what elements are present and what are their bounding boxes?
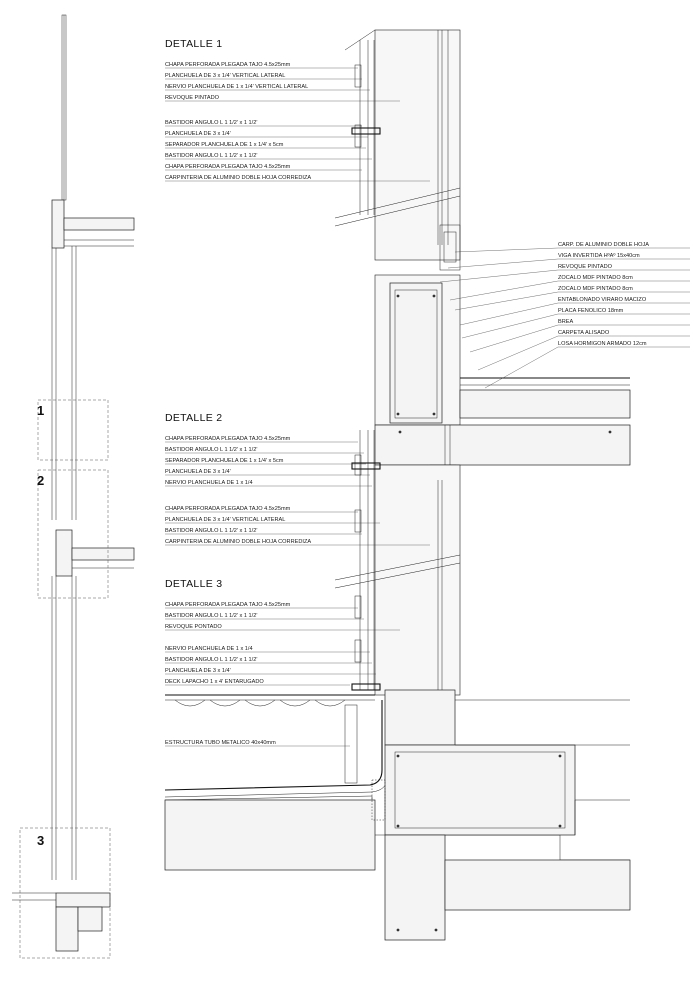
label: PLANCHUELA DE 3 x 1/4' VERTICAL LATERAL <box>165 517 285 523</box>
detail-1-callout[interactable] <box>37 399 109 461</box>
label: NERVIO PLANCHUELA DE 1 x 1/4' VERTICAL L… <box>165 84 308 90</box>
top-beam <box>51 199 65 249</box>
label: REVOQUE PINTADO <box>165 95 220 101</box>
label: ENTABLONADO VIRARO MACIZO <box>558 297 647 303</box>
top-slab <box>63 217 135 231</box>
detail-marker-3: 3 <box>37 833 44 848</box>
label: BASTIDOR ANGULO L 1 1/2' x 1 1/2' <box>165 153 257 159</box>
label: CHAPA PERFORADA PLEGADA TAJO 4.5x25mm <box>165 436 291 442</box>
rebar-dots <box>396 294 612 932</box>
label: BASTIDOR ANGULO L 1 1/2' x 1 1/2' <box>165 613 257 619</box>
floor-beam-1 <box>374 424 631 466</box>
metal-tube-structure <box>344 704 358 784</box>
foundation-beam <box>384 744 576 836</box>
foundation <box>55 906 79 952</box>
detail-marker-2: 2 <box>37 473 44 488</box>
label: BREA <box>558 319 574 325</box>
mid-slab <box>71 547 135 561</box>
detail-marker-1: 1 <box>37 403 44 418</box>
label: PLANCHUELA DE 3 x 1/4' <box>165 131 231 137</box>
ground-slab <box>55 892 111 908</box>
right-labels: CARP. DE ALUMINIO DOBLE HOJA VIGA INVERT… <box>439 242 690 389</box>
label: LOSA HORMIGON ARMADO 12cm <box>558 341 647 347</box>
label: CHAPA PERFORADA PLEGADA TAJO 4.5x25mm <box>165 602 291 608</box>
label: ZOCALO MDF PINTADO 8cm <box>558 286 633 292</box>
label: SEPARADOR PLANCHUELA DE 1 x 1/4' x 5cm <box>165 142 284 148</box>
label: DECK LAPACHO 1 x 4' ENTARUGADO <box>165 679 264 685</box>
window-frame-top <box>439 224 461 271</box>
inverted-beam <box>389 282 443 424</box>
label: ZOCALO MDF PINTADO 8cm <box>558 275 633 281</box>
label: NERVIO PLANCHUELA DE 1 x 1/4 <box>165 646 253 652</box>
label: PLANCHUELA DE 3 x 1/4' VERTICAL LATERAL <box>165 73 285 79</box>
mid-beam <box>55 529 73 577</box>
label: CHAPA PERFORADA PLEGADA TAJO 4.5x25mm <box>165 164 291 170</box>
foundation-footing <box>384 834 446 941</box>
detail-2-title: DETALLE 2 <box>165 412 222 424</box>
label: PLANCHUELA DE 3 x 1/4' <box>165 469 231 475</box>
masonry-wall-upper <box>374 29 461 261</box>
detail-1-title: DETALLE 1 <box>165 38 222 50</box>
ground-fill <box>164 799 376 871</box>
floor-slab-1 <box>459 389 631 419</box>
label: REVOQUE PINTADO <box>558 264 613 270</box>
detail-structure <box>164 29 631 941</box>
label: REVOQUE PONTADO <box>165 624 222 630</box>
detail-3-title: DETALLE 3 <box>165 578 222 590</box>
label: CARP. DE ALUMINIO DOBLE HOJA <box>558 242 649 248</box>
label: CARPINTERIA DE ALUMINIO DOBLE HOJA CORRE… <box>165 175 311 181</box>
full-section-elevation: 1 2 3 <box>12 14 135 959</box>
detail-2-callout[interactable] <box>37 469 109 599</box>
detail-3-labels: CHAPA PERFORADA PLEGADA TAJO 4.5x25mm BA… <box>165 602 400 747</box>
foundation-beam-top <box>384 689 456 746</box>
label: PLACA FENOLICO 18mm <box>558 308 624 314</box>
label: CARPETA ALISADO <box>558 330 610 336</box>
label: ESTRUCTURA TUBO METALICO 40x40mm <box>165 740 276 746</box>
label: BASTIDOR ANGULO L 1 1/2' x 1 1/2' <box>165 528 257 534</box>
label: BASTIDOR ANGULO L 1 1/2' x 1 1/2' <box>165 120 257 126</box>
label: CHAPA PERFORADA PLEGADA TAJO 4.5x25mm <box>165 62 291 68</box>
masonry-wall-mid <box>374 464 461 696</box>
detail-1-labels: CHAPA PERFORADA PLEGADA TAJO 4.5x25mm PL… <box>165 62 430 182</box>
label: BASTIDOR ANGULO L 1 1/2' x 1 1/2' <box>165 447 257 453</box>
detail-3-callout[interactable] <box>19 827 111 959</box>
label: CARPINTERIA DE ALUMINIO DOBLE HOJA CORRE… <box>165 539 311 545</box>
label: VIGA INVERTIDA HºAº 15x40cm <box>558 252 640 259</box>
label: CHAPA PERFORADA PLEGADA TAJO 4.5x25mm <box>165 506 291 512</box>
label: NERVIO PLANCHUELA DE 1 x 1/4 <box>165 480 253 486</box>
label: BASTIDOR ANGULO L 1 1/2' x 1 1/2' <box>165 657 257 663</box>
detail-2-labels: CHAPA PERFORADA PLEGADA TAJO 4.5x25mm BA… <box>165 436 430 546</box>
label: SEPARADOR PLANCHUELA DE 1 x 1/4' x 5cm <box>165 458 284 464</box>
label: PLANCHUELA DE 3 x 1/4' <box>165 668 231 674</box>
